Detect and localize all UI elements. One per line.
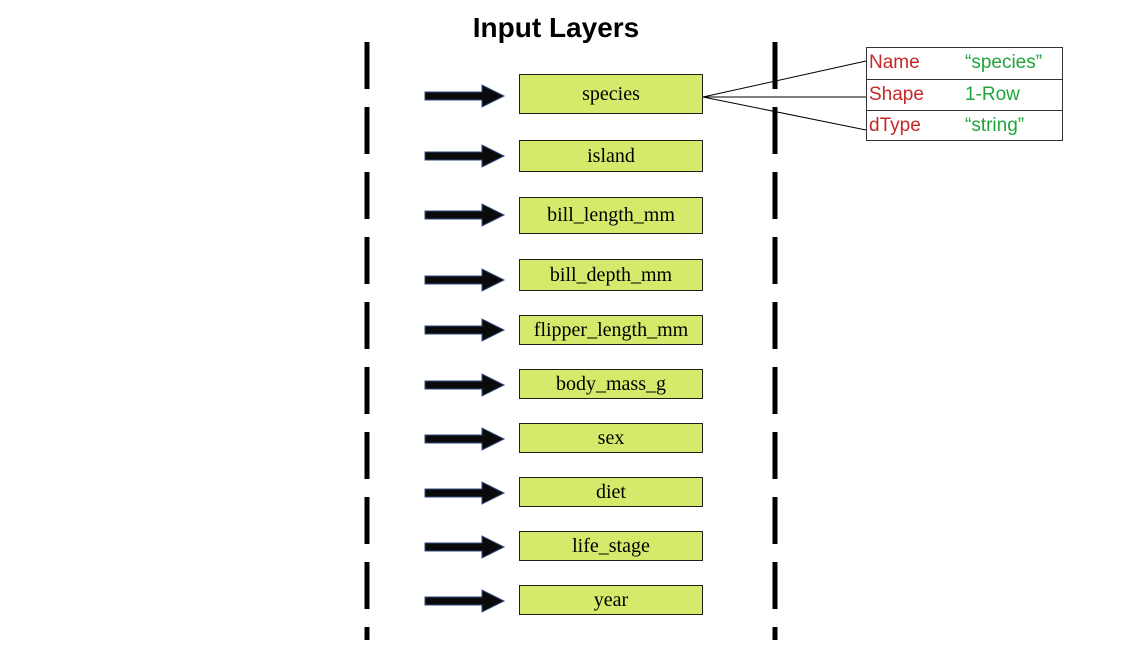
layer-box-flipper-length-mm: flipper_length_mm (519, 315, 703, 345)
input-arrow-icon (424, 373, 506, 402)
detail-row-name: Name “species” (867, 48, 1062, 79)
layer-box-sex: sex (519, 423, 703, 453)
detail-key: dType (869, 115, 921, 136)
input-arrow-icon (424, 268, 506, 297)
input-arrow-icon (424, 84, 506, 113)
input-arrow-icon (424, 144, 506, 173)
layer-box-life-stage: life_stage (519, 531, 703, 561)
detail-key: Name (869, 52, 920, 73)
species-detail-table: Name “species” Shape 1-Row dType “string… (866, 47, 1063, 141)
input-arrow-icon (424, 481, 506, 510)
connector-line-name (702, 60, 867, 98)
layer-box-bill-length-mm: bill_length_mm (519, 197, 703, 234)
detail-value: 1-Row (965, 84, 1020, 105)
input-arrow-icon (424, 589, 506, 618)
layer-box-species: species (519, 74, 703, 114)
diagram-title: Input Layers (472, 12, 640, 43)
input-arrow-icon (424, 535, 506, 564)
detail-key: Shape (869, 84, 924, 105)
detail-row-dtype: dType “string” (867, 110, 1062, 141)
layer-box-body-mass-g: body_mass_g (519, 369, 703, 399)
input-arrow-icon (424, 318, 506, 347)
detail-value: “species” (965, 52, 1043, 73)
layer-box-island: island (519, 140, 703, 172)
detail-row-shape: Shape 1-Row (867, 79, 1062, 110)
layer-box-year: year (519, 585, 703, 615)
layer-box-bill-depth-mm: bill_depth_mm (519, 259, 703, 291)
connector-line-dtype (702, 96, 867, 131)
input-arrow-icon (424, 203, 506, 232)
detail-value: “string” (965, 115, 1025, 136)
layer-box-diet: diet (519, 477, 703, 507)
input-arrow-icon (424, 427, 506, 456)
